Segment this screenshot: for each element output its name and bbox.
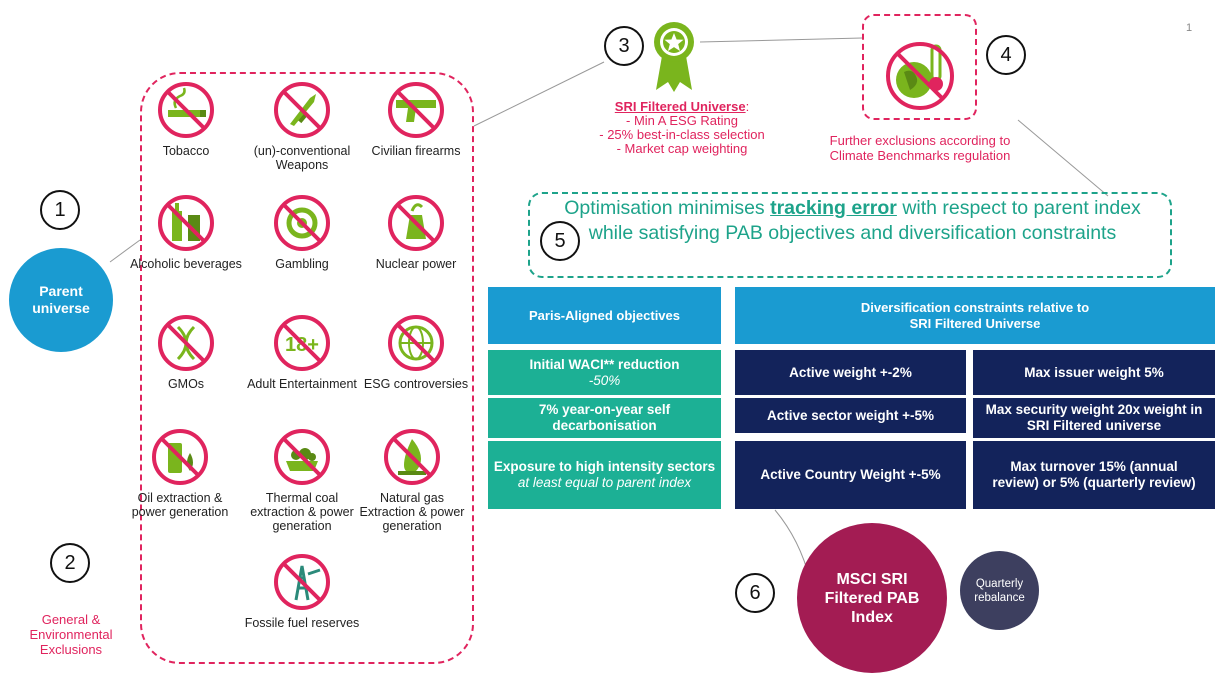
- adult-icon: 18+: [274, 315, 330, 371]
- ribbon-award-icon: [654, 22, 694, 92]
- sri-bullet: - 25% best-in-class selection: [599, 127, 765, 142]
- exclusion-oil: Oil extraction & power generation: [120, 427, 240, 519]
- sri-filtered-universe-block: SRI Filtered Universe: - Min A ESG Ratin…: [562, 100, 802, 156]
- gmo-icon: [158, 315, 214, 371]
- objective-sub: at least equal to parent index: [517, 475, 692, 490]
- constraint-active-weight: Active weight +-2%: [735, 350, 966, 395]
- exclusion-gmo: GMOs: [126, 313, 246, 391]
- tracking-error-emphasis: tracking error: [770, 197, 897, 219]
- gas-icon: [384, 429, 440, 485]
- exclusions-panel: [140, 72, 474, 664]
- paris-aligned-header: Paris-Aligned objectives: [488, 287, 721, 344]
- objective-main: Exposure to high intensity sectors: [493, 459, 716, 474]
- parent-universe-circle: Parent universe: [9, 248, 113, 352]
- oil-icon: [152, 429, 208, 485]
- general-exclusions-label: General & Environmental Exclusions: [29, 612, 113, 657]
- constraint-active-sector-weight: Active sector weight +-5%: [735, 398, 966, 433]
- exclusion-label: Tobacco: [162, 144, 210, 158]
- exclusion-label: Thermal coal extraction & power generati…: [250, 491, 354, 533]
- exclusion-label: Natural gas Extraction & power generatio…: [359, 491, 465, 533]
- exclusion-label: Gambling: [275, 257, 329, 271]
- step-2-marker: 2: [50, 543, 90, 583]
- globe-icon: [388, 315, 444, 371]
- exclusion-fossil-reserves: Fossile fuel reserves: [242, 552, 362, 630]
- paris-objective-waci: Initial WACI** reduction -50%: [488, 350, 721, 395]
- exclusion-adult: 18+ Adult Entertainment: [242, 313, 362, 391]
- final-index-label: MSCI SRI Filtered PAB Index: [824, 570, 920, 626]
- step-6-marker: 6: [735, 573, 775, 613]
- paris-objective-decarbonisation: 7% year-on-year self decarbonisation: [488, 398, 721, 438]
- sri-bullet: - Min A ESG Rating: [626, 113, 738, 128]
- constraint-active-country-weight: Active Country Weight +-5%: [735, 441, 966, 509]
- exclusion-tobacco: Tobacco: [126, 80, 246, 158]
- alcohol-icon: [158, 195, 214, 251]
- coal-icon: [274, 429, 330, 485]
- step-3-marker: 3: [604, 26, 644, 66]
- step-5-marker: 5: [540, 221, 580, 261]
- objective-sub: -50%: [588, 372, 621, 388]
- exclusion-label: GMOs: [167, 377, 205, 391]
- quarterly-rebalance-badge: Quarterly rebalance: [960, 551, 1039, 630]
- sri-title: SRI Filtered Universe: [614, 99, 746, 114]
- gambling-icon: [274, 195, 330, 251]
- exclusion-label: (un)-conventional Weapons: [253, 144, 351, 172]
- msci-sri-filtered-pab-index: MSCI SRI Filtered PAB Index: [797, 523, 947, 673]
- tobacco-icon: [158, 82, 214, 138]
- firearm-icon: [388, 82, 444, 138]
- climate-thermometer-icon: [886, 42, 954, 110]
- oil-rig-icon: [274, 554, 330, 610]
- step-1-marker: 1: [40, 190, 80, 230]
- climate-exclusion-text: Further exclusions according to Climate …: [829, 133, 1011, 163]
- exclusion-label: ESG controversies: [363, 377, 469, 391]
- constraint-max-turnover: Max turnover 15% (annual review) or 5% (…: [973, 441, 1215, 509]
- exclusion-gambling: Gambling: [242, 193, 362, 271]
- exclusion-alcohol: Alcoholic beverages: [126, 193, 246, 271]
- sri-bullet: - Market cap weighting: [616, 141, 748, 156]
- objective-main: 7% year-on-year self decarbonisation: [538, 402, 671, 433]
- exclusion-label: Adult Entertainment: [247, 377, 357, 391]
- rebalance-label: Quarterly rebalance: [974, 577, 1025, 604]
- constraint-max-security-weight: Max security weight 20x weight in SRI Fi…: [973, 398, 1215, 438]
- optimisation-text-before: Optimisation minimises: [564, 197, 771, 219]
- exclusion-nuclear: Nuclear power: [356, 193, 476, 271]
- exclusion-label: Fossile fuel reserves: [244, 616, 360, 630]
- page-number: 1: [1186, 22, 1193, 34]
- exclusion-gas: Natural gas Extraction & power generatio…: [352, 427, 472, 533]
- climate-exclusion-box: [862, 14, 977, 120]
- paris-objective-high-intensity: Exposure to high intensity sectors at le…: [488, 441, 721, 509]
- optimisation-box: [528, 192, 1172, 278]
- exclusion-label: Nuclear power: [375, 257, 457, 271]
- optimisation-text-after: with respect to parent index while satis…: [588, 197, 1141, 244]
- exclusion-esg-controversies: ESG controversies: [356, 313, 476, 391]
- exclusion-label: Oil extraction & power generation: [131, 491, 229, 519]
- objective-main: Initial WACI** reduction: [529, 356, 680, 372]
- exclusion-coal: Thermal coal extraction & power generati…: [242, 427, 362, 533]
- optimisation-text: Optimisation minimises tracking error wi…: [545, 196, 1160, 246]
- exclusion-weapons: (un)-conventional Weapons: [242, 80, 362, 172]
- weapons-icon: [274, 82, 330, 138]
- exclusion-firearms: Civilian firearms: [356, 80, 476, 158]
- constraint-max-issuer-weight: Max issuer weight 5%: [973, 350, 1215, 395]
- exclusion-label: Alcoholic beverages: [130, 257, 242, 271]
- step-4-marker: 4: [986, 35, 1026, 75]
- diversification-header: Diversification constraints relative to …: [735, 287, 1215, 344]
- nuclear-icon: [388, 195, 444, 251]
- exclusion-label: Civilian firearms: [371, 144, 461, 158]
